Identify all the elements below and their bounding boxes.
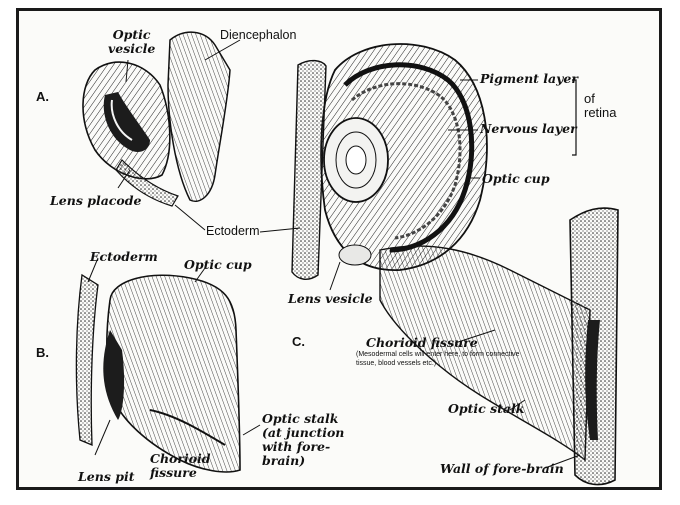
label-optic-stalk-c: Optic stalk bbox=[448, 402, 524, 416]
label-diencephalon: Diencephalon bbox=[220, 28, 296, 42]
label-of-retina: of retina bbox=[584, 92, 617, 120]
ectoderm-c-shape bbox=[292, 61, 326, 280]
ectoderm-b-shape bbox=[76, 275, 98, 445]
label-ectoderm-a: Ectoderm bbox=[206, 224, 260, 238]
panel-label-c: C. bbox=[292, 335, 305, 349]
label-chorioid-fissure-b: Chorioid fissure bbox=[150, 452, 211, 480]
label-lens-placode: Lens placode bbox=[50, 194, 141, 208]
label-pigment-layer: Pigment layer bbox=[480, 72, 578, 86]
label-optic-cup-c: Optic cup bbox=[482, 172, 550, 186]
label-ectoderm-b: Ectoderm bbox=[90, 250, 158, 264]
label-lens-pit: Lens pit bbox=[78, 470, 134, 484]
label-optic-vesicle: Optic vesicle bbox=[108, 28, 155, 56]
label-optic-stalk-b: Optic stalk (at junction with fore- brai… bbox=[262, 412, 344, 468]
diencephalon-shape bbox=[168, 32, 230, 201]
label-lens-vesicle: Lens vesicle bbox=[288, 292, 373, 306]
panel-b-drawing bbox=[76, 258, 260, 472]
label-nervous-layer: Nervous layer bbox=[480, 122, 577, 136]
panel-label-a: A. bbox=[36, 90, 49, 104]
label-optic-cup-b: Optic cup bbox=[184, 258, 252, 272]
label-wall-forebrain: Wall of fore-brain bbox=[440, 462, 564, 476]
label-chorioid-fissure-c: Chorioid fissure bbox=[366, 336, 478, 350]
label-chorioid-note: (Mesodermal cells will enter here, to fo… bbox=[356, 351, 521, 368]
panel-label-b: B. bbox=[36, 346, 49, 360]
